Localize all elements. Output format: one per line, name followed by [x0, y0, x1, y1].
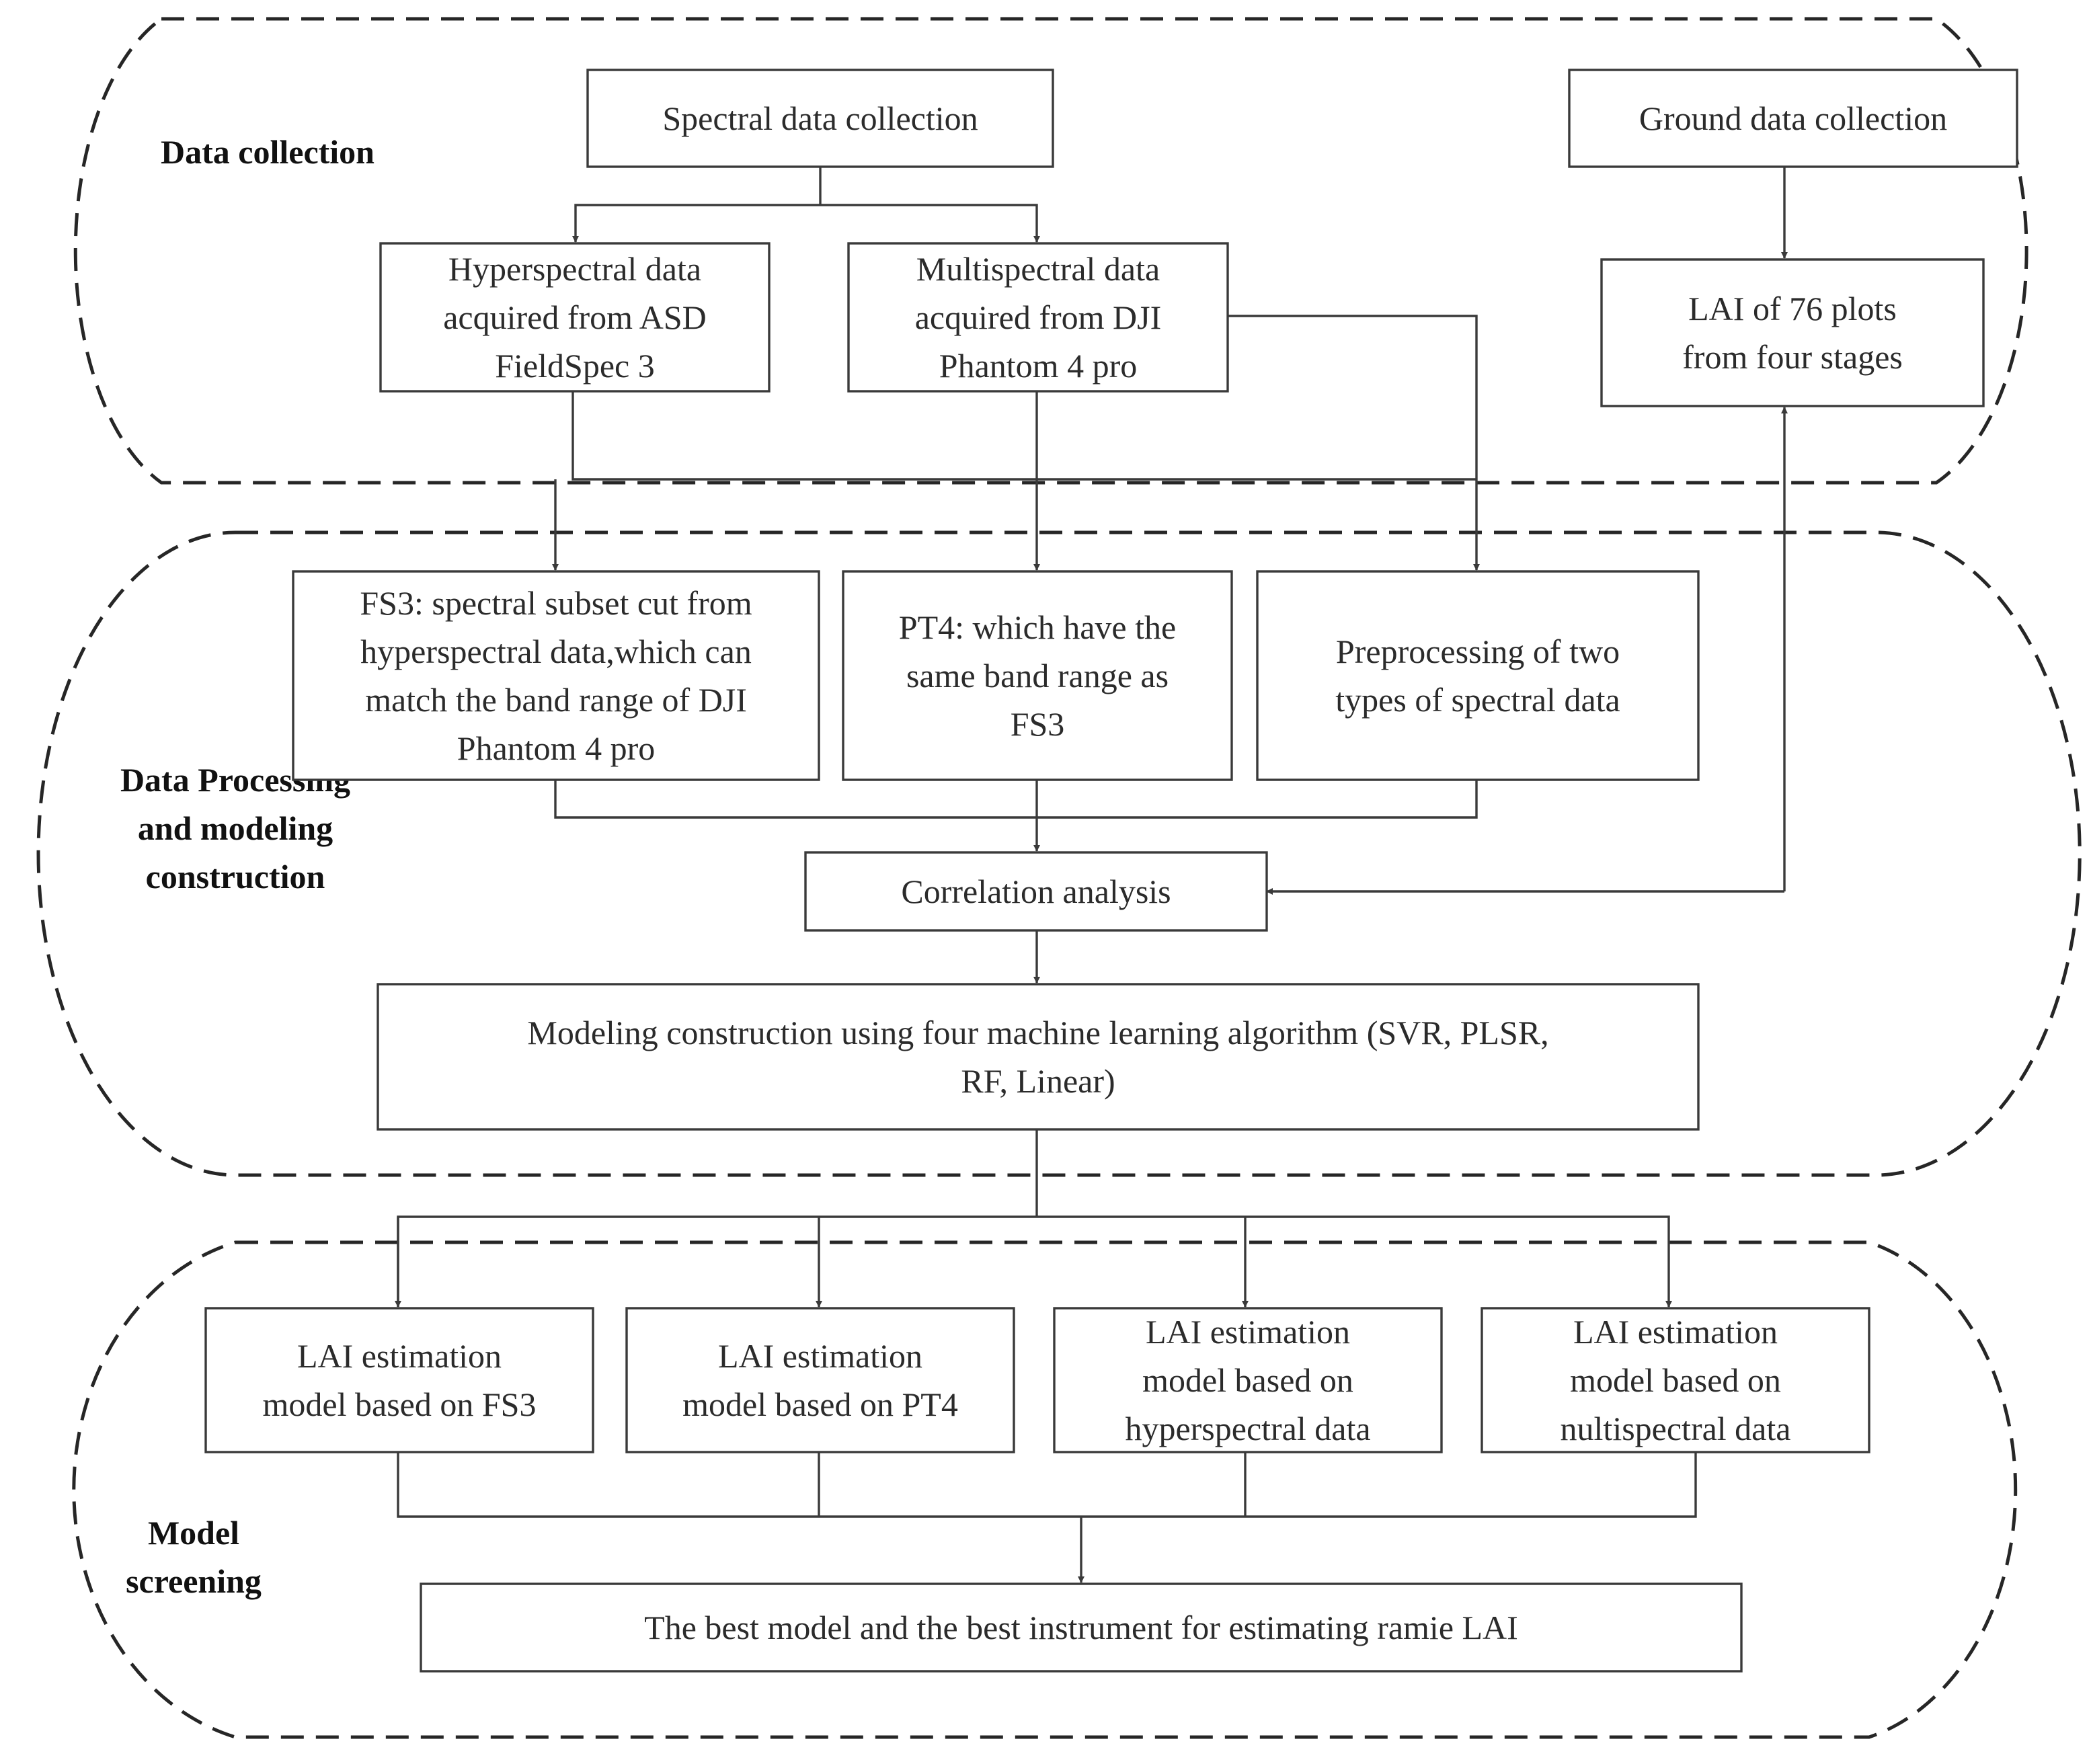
node-label-line: model based on	[1142, 1361, 1353, 1399]
edge-spectral-to-hyper	[572, 204, 820, 243]
node-box	[1568, 69, 2018, 168]
node-box	[1053, 1307, 1443, 1453]
node-label: LAI estimation model based on PT4	[682, 1337, 958, 1423]
edge-multi-to-preprocessing	[1228, 315, 1480, 571]
node-label-line: Modeling construction using four machine…	[527, 1014, 1548, 1051]
node-label-line: same band range as	[906, 657, 1169, 694]
edge-fs3-merge	[554, 780, 1478, 819]
node-ground-collection: Ground data collection	[1568, 69, 2018, 168]
node-label-line: model based on FS3	[263, 1386, 537, 1423]
node-label-line: from four stages	[1682, 338, 1903, 376]
region-label-line: construction	[146, 858, 325, 895]
node-label: PT4: which have the same band range as FS3	[899, 608, 1176, 743]
node-fs3: FS3: spectral subset cut from hyperspectr…	[292, 570, 820, 781]
node-box	[586, 69, 1054, 168]
node-lai-plots: LAI of 76 plots from four stages	[1600, 258, 1985, 407]
node-correlation: Correlation analysis	[804, 851, 1268, 932]
node-label: Modeling construction using four machine…	[527, 1014, 1548, 1100]
node-label-line: Correlation analysis	[901, 873, 1171, 910]
node-label: Ground data collection	[1639, 99, 1947, 137]
region-label-line: and modeling	[138, 809, 333, 847]
node-box	[379, 242, 771, 393]
region-screening-border	[72, 1240, 2018, 1739]
node-box	[1256, 570, 1700, 781]
node-label-line: RF, Linear)	[961, 1062, 1115, 1100]
node-label-line: FS3: spectral subset cut from	[360, 584, 752, 622]
node-label-line: LAI estimation	[1573, 1313, 1778, 1351]
node-label-line: Spectral data collection	[662, 99, 978, 137]
node-label-line: LAI estimation	[297, 1337, 502, 1375]
node-label-line: model based on	[1570, 1361, 1781, 1399]
node-box	[1600, 258, 1985, 407]
node-model-fs3: LAI estimation model based on FS3	[204, 1307, 594, 1453]
node-hyperspectral: Hyperspectral data acquired from ASD Field…	[379, 242, 771, 393]
node-label-line: acquired from DJI	[915, 298, 1162, 336]
node-label: Spectral data collection	[662, 99, 978, 137]
node-label-line: FieldSpec 3	[495, 347, 654, 385]
region-screening: Model screening	[72, 1240, 2018, 1739]
node-box	[292, 570, 820, 781]
node-label: LAI of 76 plots from four stages	[1682, 290, 1903, 376]
node-label-line: Ground data collection	[1639, 99, 1947, 137]
region-data-collection-label: Data collection	[161, 133, 374, 171]
node-label: LAI estimation model based on nultispectra…	[1561, 1313, 1791, 1447]
edge-hyper-down	[571, 391, 1476, 481]
node-box	[377, 983, 1700, 1131]
node-label-line: Phantom 4 pro	[939, 347, 1137, 385]
node-label-line: LAI estimation	[718, 1337, 922, 1375]
node-label: LAI estimation model based on FS3	[263, 1337, 537, 1423]
region-screening-label: Model screening	[126, 1514, 262, 1600]
node-box	[625, 1307, 1015, 1453]
node-label-line: Phantom 4 pro	[457, 729, 655, 767]
node-label-line: hyperspectral data	[1125, 1410, 1370, 1447]
node-box	[804, 851, 1268, 932]
node-label: Preprocessing of two types of spectral da…	[1335, 633, 1620, 719]
node-spectral-collection: Spectral data collection	[586, 69, 1054, 168]
node-label: Correlation analysis	[901, 873, 1171, 910]
node-box	[842, 570, 1233, 781]
edges	[395, 167, 1788, 1583]
node-modeling: Modeling construction using four machine…	[377, 983, 1700, 1131]
node-label-line: The best model and the best instrument f…	[644, 1609, 1518, 1646]
region-label-line: screening	[126, 1562, 262, 1600]
node-label-line: PT4: which have the	[899, 608, 1176, 646]
node-label-line: LAI of 76 plots	[1688, 290, 1897, 327]
node-label-line: LAI estimation	[1146, 1313, 1350, 1351]
node-multispectral: Multispectral data acquired from DJI Phant…	[847, 242, 1229, 393]
node-pt4: PT4: which have the same band range as FS3	[842, 570, 1233, 781]
node-box	[1481, 1307, 1870, 1453]
node-label-line: nultispectral data	[1561, 1410, 1791, 1447]
node-best: The best model and the best instrument f…	[420, 1582, 1743, 1673]
node-box	[847, 242, 1229, 393]
node-label: Hyperspectral data acquired from ASD Field…	[443, 250, 707, 385]
node-model-pt4: LAI estimation model based on PT4	[625, 1307, 1015, 1453]
node-label-line: Preprocessing of two	[1336, 633, 1620, 670]
region-label-line: Data collection	[161, 133, 374, 171]
node-label-line: match the band range of DJI	[365, 681, 747, 719]
node-label: LAI estimation model based on hyperspectra…	[1125, 1313, 1370, 1447]
node-label-line: types of spectral data	[1335, 681, 1620, 719]
node-box	[204, 1307, 594, 1453]
node-label-line: Multispectral data	[916, 250, 1160, 288]
region-label-line: Model	[148, 1514, 239, 1552]
edge-models-merge	[397, 1452, 1697, 1518]
node-model-hyper: LAI estimation model based on hyperspectra…	[1053, 1307, 1443, 1453]
node-label-line: Hyperspectral data	[448, 250, 701, 288]
node-label: Multispectral data acquired from DJI Phant…	[915, 250, 1162, 385]
edge-spectral-to-multi	[820, 204, 1040, 243]
node-label-line: FS3	[1011, 705, 1065, 743]
region-processing-border	[36, 530, 2082, 1177]
node-preprocessing: Preprocessing of two types of spectral da…	[1256, 570, 1700, 781]
edge-modeling-split	[397, 1215, 1672, 1308]
node-label-line: model based on PT4	[682, 1386, 958, 1423]
node-model-multi: LAI estimation model based on nultispectra…	[1481, 1307, 1870, 1453]
node-label-line: hyperspectral data,which can	[360, 633, 752, 670]
node-label: The best model and the best instrument f…	[644, 1609, 1518, 1646]
node-box	[420, 1582, 1743, 1673]
node-label-line: acquired from ASD	[443, 298, 707, 336]
node-label: FS3: spectral subset cut from hyperspectr…	[360, 584, 752, 767]
